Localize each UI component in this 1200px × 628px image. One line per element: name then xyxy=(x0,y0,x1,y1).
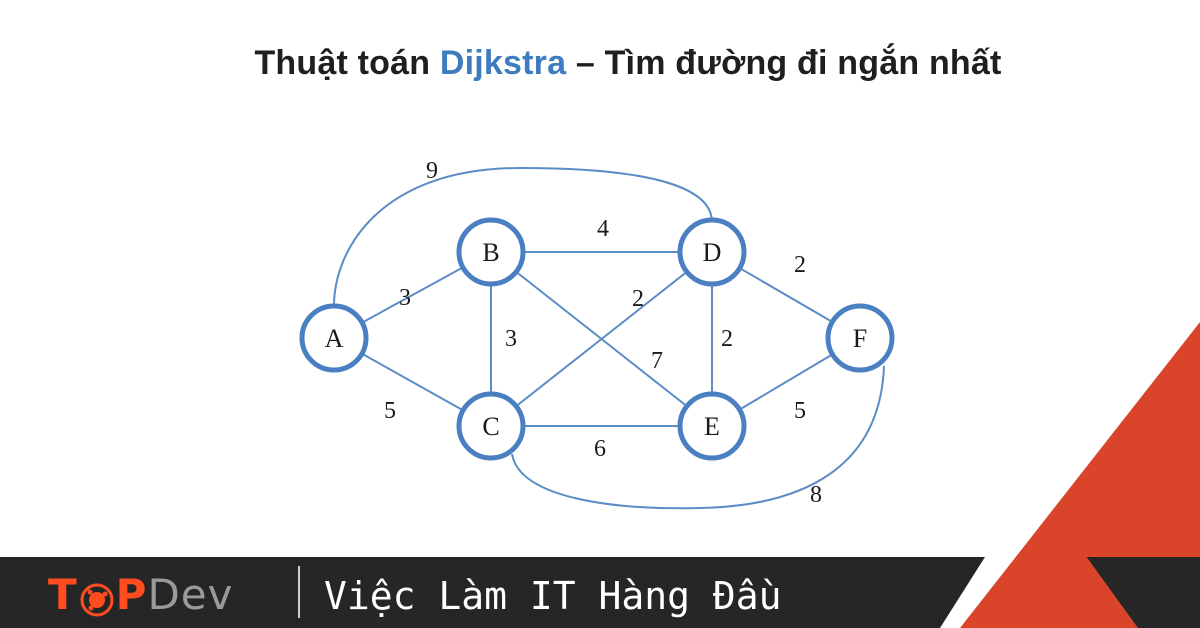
page-title: Thuật toán Dijkstra – Tìm đường đi ngắn … xyxy=(0,44,1200,83)
edge-weight-b-e: 7 xyxy=(651,348,663,374)
title-suffix: – Tìm đường đi ngắn nhất xyxy=(566,44,1002,82)
node-circle-d xyxy=(677,217,747,287)
edge-weight-c-d: 2 xyxy=(632,286,644,312)
globe-network-icon xyxy=(80,578,114,617)
edge-weight-c-e: 6 xyxy=(594,436,606,462)
edge-weight-b-c: 3 xyxy=(505,326,517,352)
node-e: E xyxy=(677,391,747,461)
edge-weight-e-f: 5 xyxy=(794,398,806,424)
title-highlight: Dijkstra xyxy=(439,44,567,82)
node-c: C xyxy=(456,391,526,461)
node-circle-f xyxy=(825,303,895,373)
node-label-e: E xyxy=(704,412,720,441)
edge-weight-d-f: 2 xyxy=(794,252,806,278)
edge-weight-a-d: 9 xyxy=(426,158,438,184)
node-label-b: B xyxy=(482,238,499,267)
weight-labels-layer: 3 5 9 4 3 7 2 2 2 6 5 8 xyxy=(384,158,822,508)
footer-divider xyxy=(298,566,300,618)
dark-corner-decoration xyxy=(1086,557,1200,628)
footer-tagline: Việc Làm IT Hàng Đầu xyxy=(324,574,782,618)
node-label-a: A xyxy=(325,324,344,353)
node-b: B xyxy=(456,217,526,287)
node-circle-e xyxy=(677,391,747,461)
node-a: A xyxy=(299,303,369,373)
edge-a-d xyxy=(333,166,713,307)
edge-c-d xyxy=(490,251,713,427)
footer-background xyxy=(0,557,985,628)
node-circle-a xyxy=(299,303,369,373)
footer-bar xyxy=(0,557,1200,628)
node-f: F xyxy=(825,303,895,373)
logo-letter-p: P xyxy=(115,569,148,619)
logo-letter-t: T xyxy=(48,569,78,619)
edge-weight-a-c: 5 xyxy=(384,398,396,424)
node-label-f: F xyxy=(853,324,867,353)
title-prefix: Thuật toán xyxy=(254,44,440,82)
node-d: D xyxy=(677,217,747,287)
edge-weight-d-e: 2 xyxy=(721,326,733,352)
edge-weight-b-d: 4 xyxy=(597,216,609,242)
edge-weight-c-f: 8 xyxy=(810,482,822,508)
edge-c-f xyxy=(511,365,885,510)
node-circle-c xyxy=(456,391,526,461)
red-triangle-decoration xyxy=(960,322,1200,628)
topdev-logo[interactable]: T P Dev xyxy=(48,566,234,622)
node-label-c: C xyxy=(482,412,499,441)
nodes-layer: A B C D E F xyxy=(299,217,895,461)
node-circle-b xyxy=(456,217,526,287)
logo-word-dev: Dev xyxy=(147,569,234,619)
node-label-d: D xyxy=(703,238,722,267)
edge-weight-a-b: 3 xyxy=(399,285,411,311)
